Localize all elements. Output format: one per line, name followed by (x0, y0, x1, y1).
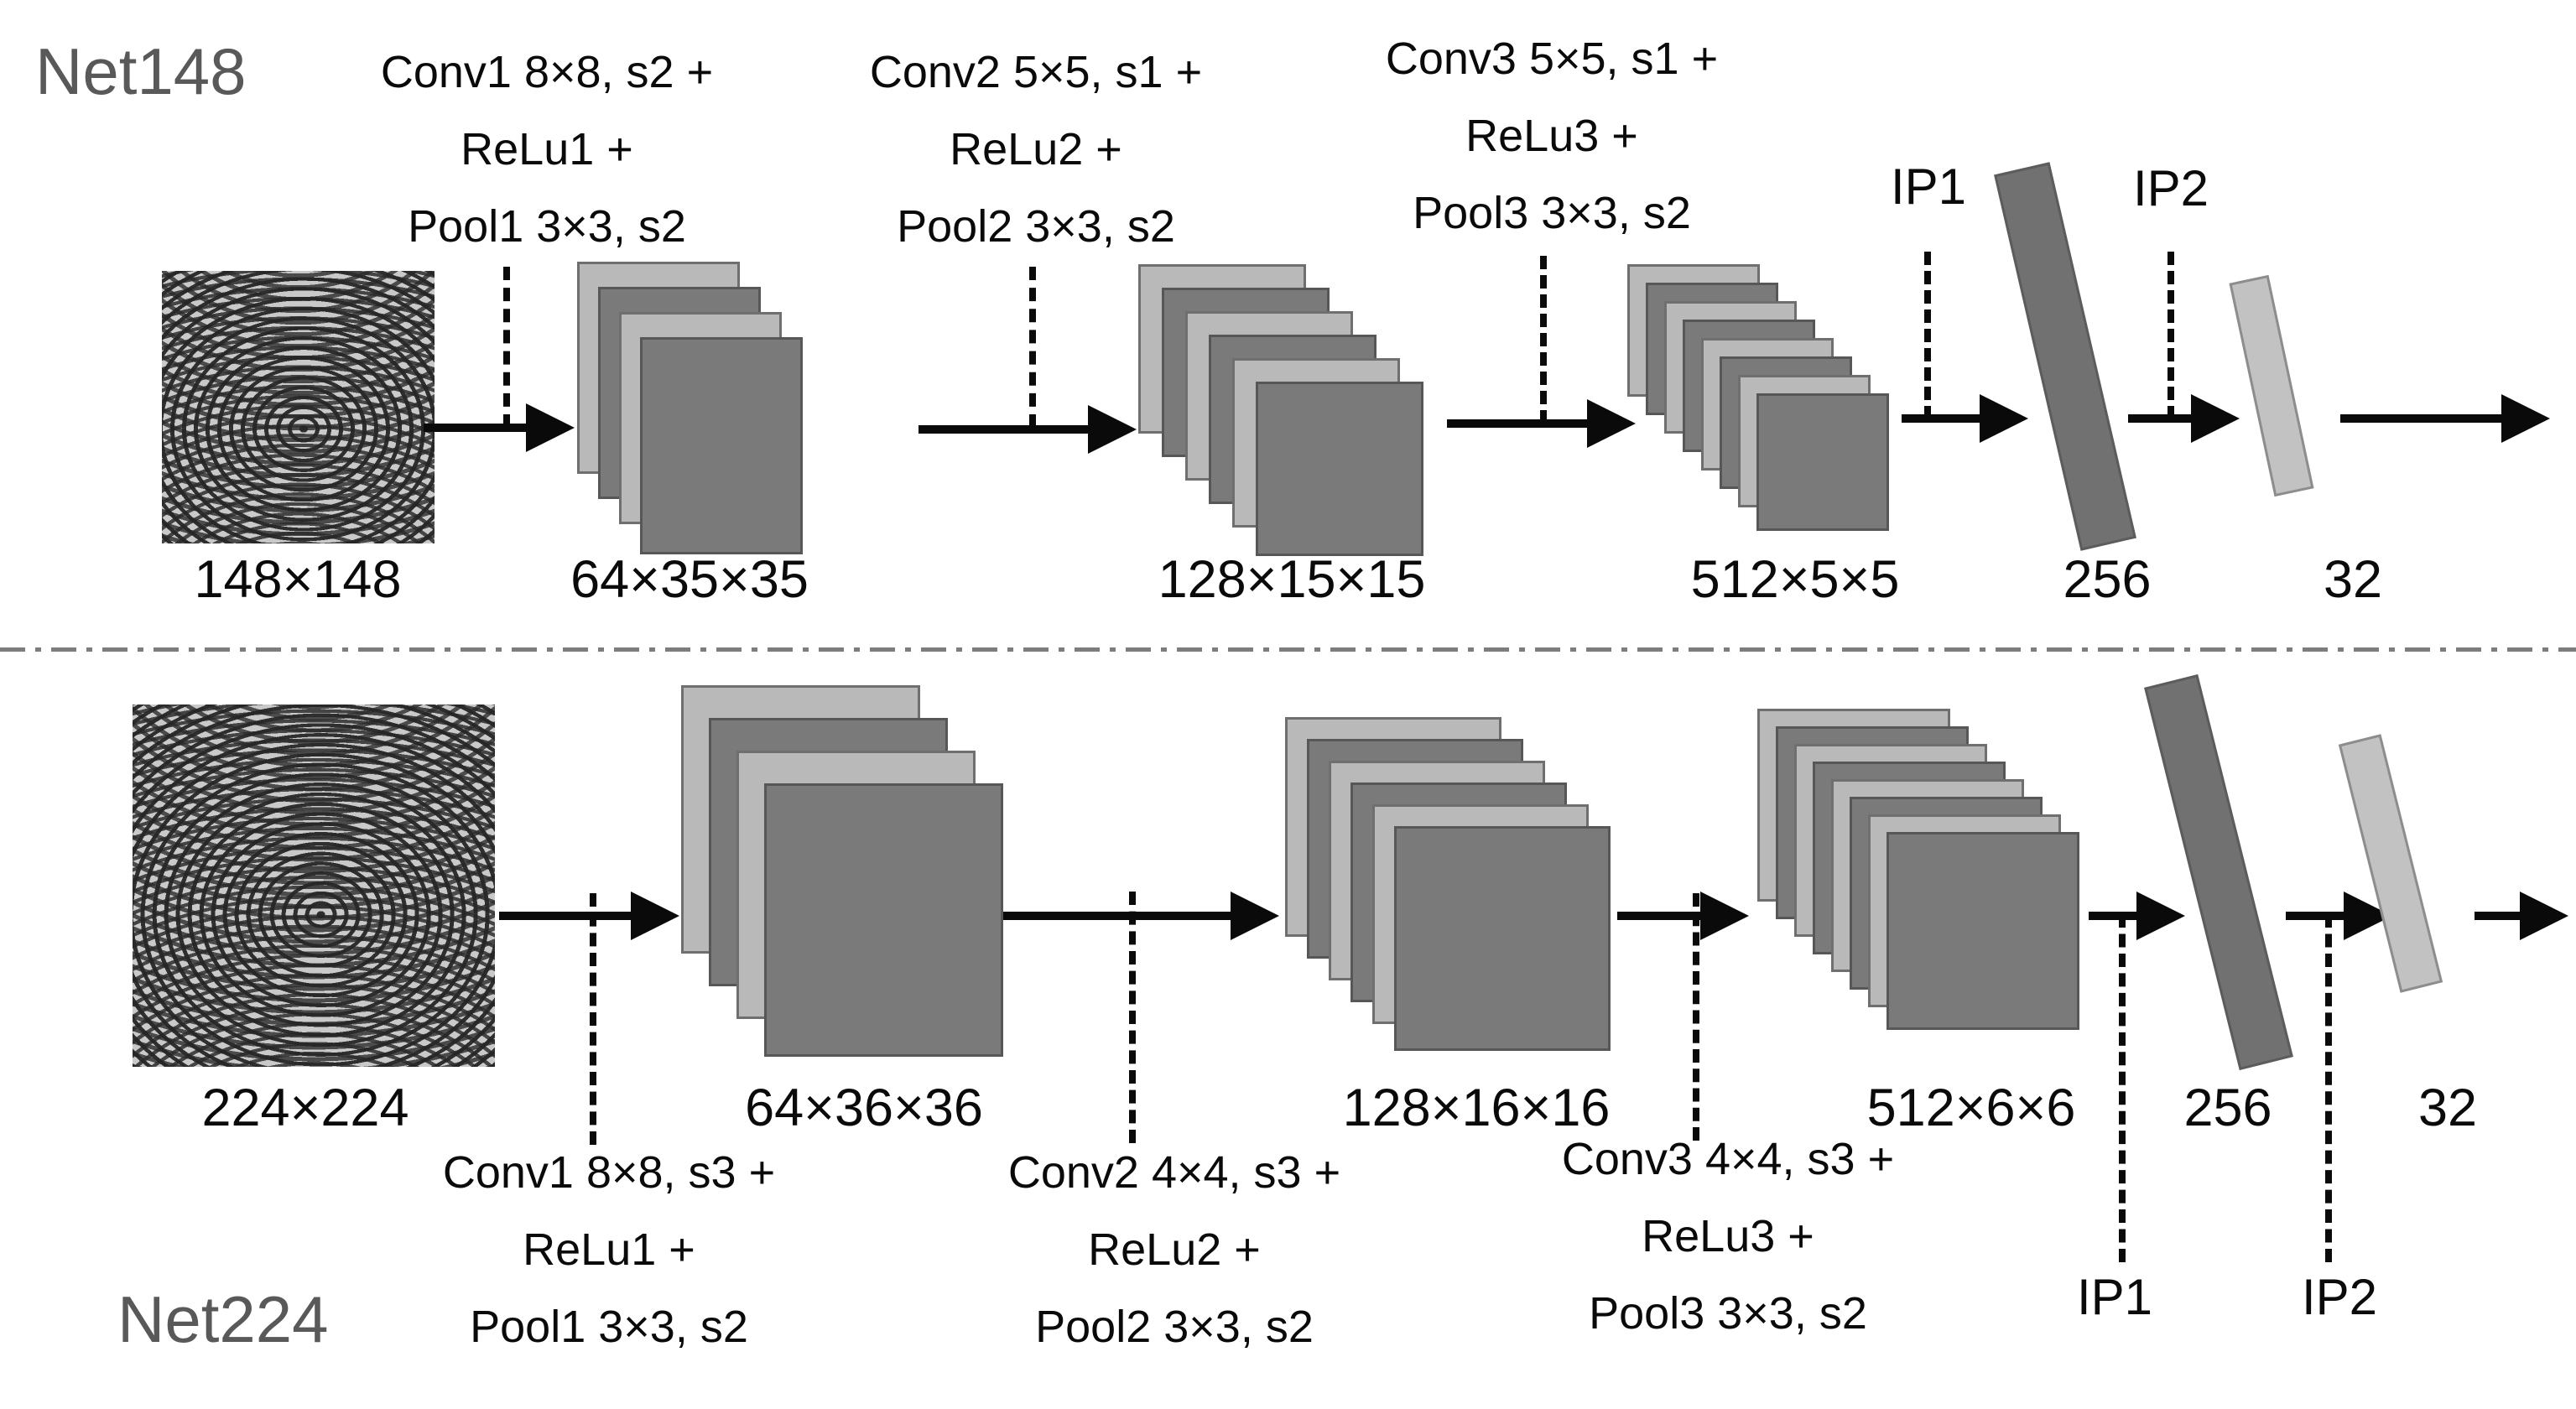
conv1-line3: Pool1 3×3, s2 (470, 1302, 748, 1352)
network-title-net224: Net224 (117, 1282, 329, 1356)
fc-bar-ip2-net148 (2229, 274, 2314, 497)
ip1-output-label-net224: 256 (2183, 1079, 2272, 1137)
fc-bar-ip2-net224 (2338, 734, 2443, 993)
conv3-line1: Conv3 4×4, s3 + (1561, 1134, 1895, 1184)
conv3-label-block-net148: Conv3 5×5, s1 + ReLu3 + Pool3 3×3, s2 (1292, 20, 1812, 252)
fc-bar-ip1-net148 (1994, 162, 2136, 551)
ip2-output-label-net148: 32 (2323, 550, 2383, 609)
dashed-line-ip2-net148 (2167, 252, 2174, 419)
conv3-output-label-net148: 512×5×5 (1690, 550, 1900, 609)
conv1-line1: Conv1 8×8, s2 + (380, 47, 714, 97)
conv1-output-label-net224: 64×36×36 (745, 1079, 983, 1137)
dashed-line-ip1-net224 (2119, 914, 2126, 1262)
feature-map-plate (1394, 826, 1611, 1051)
dashed-line-conv1-net148 (503, 267, 510, 428)
conv1-line2: ReLu1 + (461, 124, 633, 174)
dashed-line-ip1-net148 (1924, 252, 1931, 419)
conv1-label-block-net148: Conv1 8×8, s2 + ReLu1 + Pool1 3×3, s2 (287, 34, 807, 265)
network-title-net148: Net148 (35, 34, 247, 108)
dashed-line-conv2-net224 (1129, 892, 1136, 1143)
feature-map-plate (640, 337, 803, 554)
input-size-label-net148: 148×148 (194, 550, 402, 609)
conv2-output-label-net148: 128×15×15 (1158, 550, 1426, 609)
conv2-line1: Conv2 5×5, s1 + (869, 47, 1203, 97)
conv1-line2: ReLu1 + (523, 1224, 695, 1275)
row-divider (0, 647, 2576, 652)
conv2-label-block-net148: Conv2 5×5, s1 + ReLu2 + Pool2 3×3, s2 (776, 34, 1296, 265)
conv2-line1: Conv2 4×4, s3 + (1007, 1147, 1341, 1198)
conv3-line3: Pool3 3×3, s2 (1413, 188, 1691, 238)
feature-map-plate (1886, 832, 2079, 1030)
conv2-label-block-net224: Conv2 4×4, s3 + ReLu2 + Pool2 3×3, s2 (914, 1134, 1434, 1365)
conv1-label-block-net224: Conv1 8×8, s3 + ReLu1 + Pool1 3×3, s2 (349, 1134, 869, 1365)
ip2-output-label-net224: 32 (2417, 1079, 2478, 1137)
ip1-label-net224: IP1 (2076, 1269, 2153, 1325)
conv3-line2: ReLu3 + (1465, 111, 1638, 161)
dashed-line-ip2-net224 (2325, 914, 2332, 1262)
conv3-line3: Pool3 3×3, s2 (1589, 1288, 1867, 1339)
ip2-label-net148: IP2 (2132, 160, 2209, 216)
ip2-label-net224: IP2 (2301, 1269, 2378, 1325)
conv3-line2: ReLu3 + (1642, 1211, 1814, 1261)
conv1-line1: Conv1 8×8, s3 + (442, 1147, 776, 1198)
conv1-line3: Pool1 3×3, s2 (408, 201, 686, 252)
input-size-label-net224: 224×224 (201, 1079, 409, 1137)
feature-map-plate (1256, 382, 1423, 556)
fc-bar-ip1-net224 (2144, 673, 2293, 1071)
dashed-line-conv3-net148 (1540, 256, 1547, 424)
conv2-line3: Pool2 3×3, s2 (897, 201, 1175, 252)
feature-map-plate (1756, 393, 1889, 531)
ip1-label-net148: IP1 (1890, 159, 1967, 215)
dashed-line-conv3-net224 (1693, 893, 1699, 1141)
conv2-line2: ReLu2 + (1088, 1224, 1261, 1275)
fingerprint-input-net148 (162, 271, 435, 543)
dashed-line-conv1-net224 (590, 893, 596, 1145)
dashed-line-conv2-net148 (1029, 267, 1036, 428)
conv3-label-block-net224: Conv3 4×4, s3 + ReLu3 + Pool3 3×3, s2 (1468, 1120, 1988, 1352)
conv2-line3: Pool2 3×3, s2 (1035, 1302, 1314, 1352)
feature-map-plate (764, 783, 1003, 1057)
ip1-output-label-net148: 256 (2063, 550, 2152, 609)
conv1-output-label-net148: 64×35×35 (570, 550, 809, 609)
conv3-output-label-net224: 512×6×6 (1866, 1079, 2076, 1137)
conv3-line1: Conv3 5×5, s1 + (1385, 34, 1719, 84)
fingerprint-input-net224 (133, 704, 495, 1067)
conv2-line2: ReLu2 + (950, 124, 1122, 174)
conv2-output-label-net224: 128×16×16 (1342, 1079, 1611, 1137)
